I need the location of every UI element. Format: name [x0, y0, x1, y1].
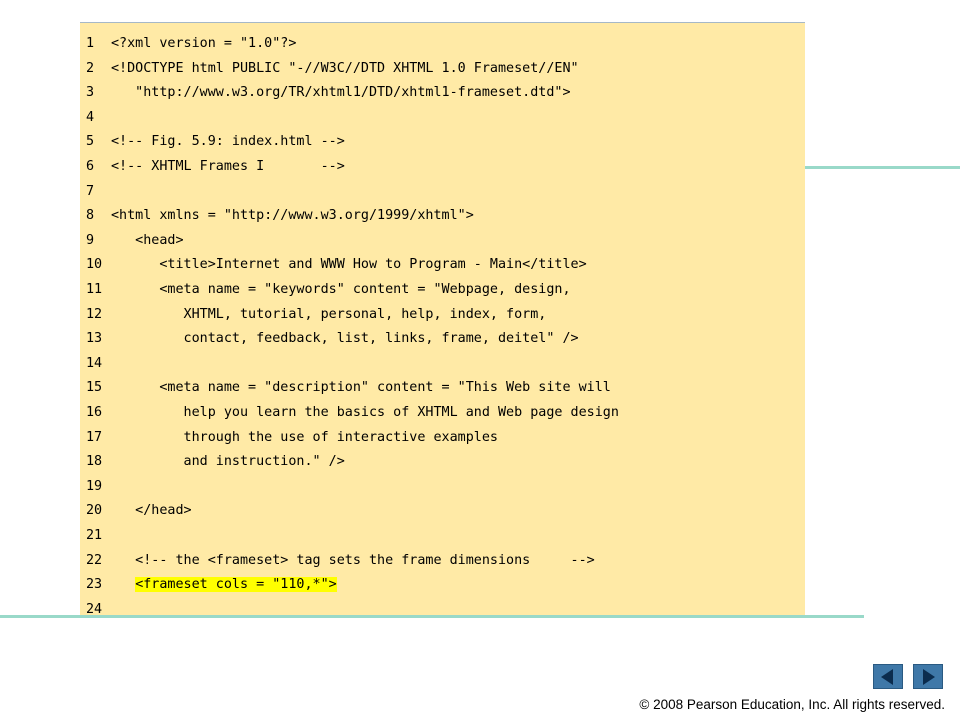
line-number: 16 — [86, 405, 103, 420]
code-line: 17 through the use of interactive exampl… — [80, 426, 805, 450]
code-line: 13 contact, feedback, list, links, frame… — [80, 327, 805, 351]
line-number: 19 — [86, 478, 103, 494]
code-line: 5 <!-- Fig. 5.9: index.html --> — [80, 130, 805, 154]
line-number: 22 — [86, 552, 103, 568]
line-code: </head> — [111, 503, 192, 519]
line-code: contact, feedback, list, links, frame, d… — [111, 331, 579, 347]
code-line: 23 <frameset cols = "110,*"> — [80, 573, 805, 597]
line-number: 4 — [86, 109, 95, 125]
line-code: and instruction." /> — [111, 454, 345, 470]
code-line: 8 <html xmlns = "http://www.w3.org/1999/… — [80, 204, 805, 228]
code-listing-panel: 1 <?xml version = "1.0"?> 2 <!DOCTYPE ht… — [80, 22, 805, 616]
code-line: 20 </head> — [80, 499, 805, 523]
code-line: 3 "http://www.w3.org/TR/xhtml1/DTD/xhtml… — [80, 81, 805, 105]
line-number: 20 — [86, 503, 103, 519]
line-code: <!-- Fig. 5.9: index.html --> — [111, 134, 345, 150]
copyright-notice: © 2008 Pearson Education, Inc. All right… — [639, 697, 945, 712]
code-line: 16 help you learn the basics of XHTML an… — [80, 401, 805, 425]
line-number: 21 — [86, 528, 103, 543]
line-number: 3 — [86, 85, 95, 101]
line-number: 12 — [86, 306, 103, 322]
line-code: through the use of interactive examples — [111, 429, 498, 445]
line-code: <html xmlns = "http://www.w3.org/1999/xh… — [111, 208, 474, 224]
line-number: 2 — [86, 60, 95, 76]
line-code: <frameset cols = "110,*"> — [111, 573, 337, 597]
right-triangle-arrow-icon — [923, 668, 935, 685]
line-code: "http://www.w3.org/TR/xhtml1/DTD/xhtml1-… — [111, 85, 571, 101]
line-number: 15 — [86, 380, 103, 396]
line-number: 7 — [86, 183, 95, 199]
line-number: 13 — [86, 331, 103, 347]
line-number: 10 — [86, 257, 103, 273]
previous-slide-button[interactable] — [873, 664, 903, 689]
line-number: 6 — [86, 159, 95, 174]
code-line: 9 <head> — [80, 229, 805, 253]
code-line: 15 <meta name = "description" content = … — [80, 376, 805, 400]
code-line: 22 <!-- the <frameset> tag sets the fram… — [80, 549, 805, 573]
line-code: <?xml version = "1.0"?> — [111, 36, 297, 51]
left-triangle-arrow-icon — [881, 668, 893, 685]
code-line: 7 — [80, 180, 805, 204]
code-line: 12 XHTML, tutorial, personal, help, inde… — [80, 303, 805, 327]
highlighted-frameset-tag: <frameset cols = "110,*"> — [135, 577, 337, 593]
code-line: 21 — [80, 524, 805, 548]
code-line: 2 <!DOCTYPE html PUBLIC "-//W3C//DTD XHT… — [80, 57, 805, 81]
code-line: 4 — [80, 106, 805, 130]
right-divider-rule — [805, 166, 960, 169]
line-number: 1 — [86, 36, 95, 51]
line-code: <title>Internet and WWW How to Program -… — [111, 257, 587, 273]
bottom-divider-rule — [0, 615, 864, 618]
line-indent — [111, 577, 135, 592]
line-number: 8 — [86, 208, 95, 224]
line-number: 17 — [86, 429, 103, 445]
line-number: 9 — [86, 232, 95, 248]
line-number: 18 — [86, 454, 103, 470]
next-slide-button[interactable] — [913, 664, 943, 689]
line-number: 24 — [86, 601, 103, 616]
line-number: 5 — [86, 134, 95, 150]
line-code: <!-- XHTML Frames I --> — [111, 159, 345, 174]
line-number: 23 — [86, 577, 103, 593]
code-line: 1 <?xml version = "1.0"?> — [80, 32, 805, 56]
line-code: XHTML, tutorial, personal, help, index, … — [111, 306, 547, 322]
line-code: <meta name = "description" content = "Th… — [111, 380, 611, 396]
line-number: 14 — [86, 355, 103, 371]
line-code: help you learn the basics of XHTML and W… — [111, 405, 619, 420]
code-line: 6 <!-- XHTML Frames I --> — [80, 155, 805, 179]
line-code: <!DOCTYPE html PUBLIC "-//W3C//DTD XHTML… — [111, 60, 579, 76]
code-line: 10 <title>Internet and WWW How to Progra… — [80, 253, 805, 277]
line-code: <meta name = "keywords" content = "Webpa… — [111, 282, 571, 297]
code-line: 11 <meta name = "keywords" content = "We… — [80, 278, 805, 302]
line-code: <head> — [111, 232, 184, 248]
line-number: 11 — [86, 282, 103, 297]
code-line: 24 — [80, 598, 805, 616]
code-line: 18 and instruction." /> — [80, 450, 805, 474]
line-code: <!-- the <frameset> tag sets the frame d… — [111, 552, 595, 568]
code-line: 14 — [80, 352, 805, 376]
code-line: 19 — [80, 475, 805, 499]
